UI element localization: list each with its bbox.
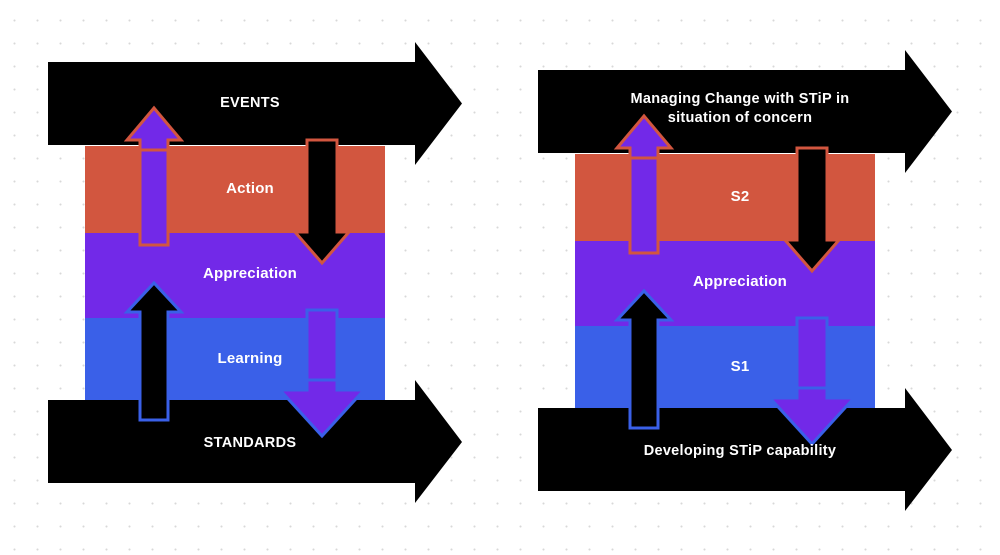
arrow-up-left-lower [123,280,185,422]
panel-stip-appreciative-system: Managing Change with STiP in situation o… [490,0,990,555]
arrow-down-right-lower-head [766,386,858,447]
arrow-down-right-lower-head [276,378,368,439]
panel-generic-appreciative-system: EVENTS Action Appreciation Learning STAN… [48,42,462,503]
left-panel-graphics [48,42,462,503]
band-appreciation [85,233,385,318]
band-appreciation [575,241,875,326]
arrow-down-right-upper [291,138,353,266]
band-s2 [575,154,875,241]
arrow-up-left-upper-head [613,113,675,160]
arrow-up-left-lower [613,288,675,430]
band-action [85,146,385,233]
right-panel-graphics [538,50,952,511]
arrow-up-left-upper-head [123,105,185,152]
arrow-down-right-upper [781,146,843,274]
